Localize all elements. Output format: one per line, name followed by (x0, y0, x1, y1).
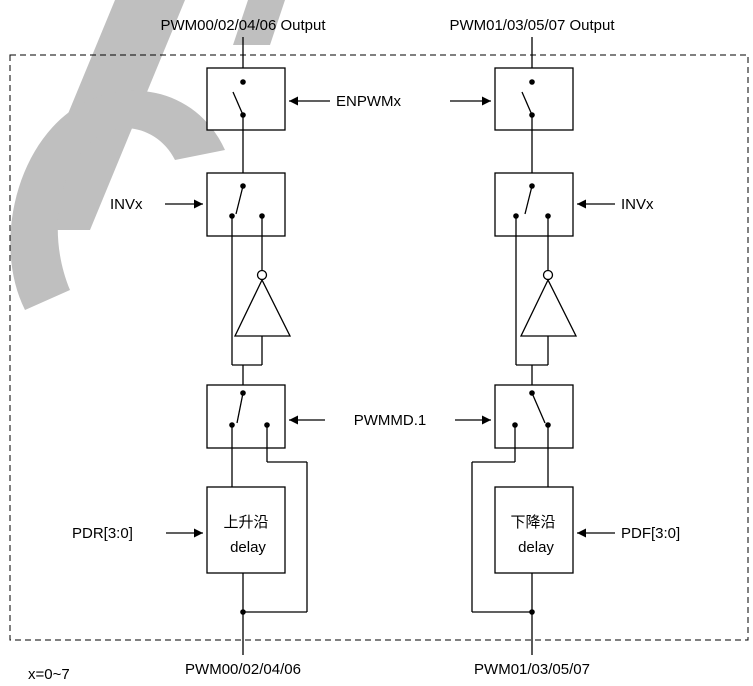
left-delay-subtitle: delay (230, 539, 266, 556)
left-inv-switch (206, 172, 286, 237)
mode-label: PWMMD.1 (354, 412, 427, 429)
right-enable-switch (494, 67, 574, 131)
left-mode-switch (206, 384, 286, 449)
enable-label: ENPWMx (336, 93, 401, 110)
index-note: x=0~7 (28, 666, 70, 683)
right-delay-title: 下降沿 (510, 513, 555, 531)
right-falling-delay-box (494, 486, 574, 574)
pdr-label: PDR[3:0] (72, 525, 133, 542)
left-input-label: PWM00/02/04/06 (185, 661, 301, 678)
boundary-frame (9, 54, 749, 641)
left-inv-label: INVx (110, 196, 143, 213)
right-inverter-bubble (542, 269, 554, 281)
left-inverter-bubble (256, 269, 268, 281)
right-input-label: PWM01/03/05/07 (474, 661, 590, 678)
watermark (10, 0, 285, 311)
left-inverter (233, 278, 292, 337)
right-inverter (519, 278, 578, 337)
left-channel (165, 37, 330, 655)
right-output-label: PWM01/03/05/07 Output (449, 17, 615, 34)
left-delay-title: 上升沿 (223, 513, 268, 531)
right-mode-switch (494, 384, 574, 449)
pdf-label: PDF[3:0] (621, 525, 680, 542)
right-channel (450, 37, 615, 655)
left-enable-switch (206, 67, 286, 131)
right-inv-label: INVx (621, 196, 654, 213)
right-delay-subtitle: delay (518, 539, 554, 556)
right-inv-switch (494, 172, 574, 237)
left-output-label: PWM00/02/04/06 Output (160, 17, 326, 34)
left-rising-delay-box (206, 486, 286, 574)
